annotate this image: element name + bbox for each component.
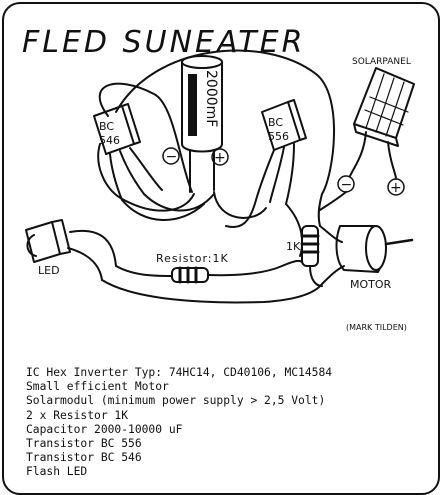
svg-text:−: − [341, 177, 353, 193]
svg-text:556: 556 [268, 130, 289, 143]
solar-plus-terminal: + [387, 178, 405, 196]
parts-list-item: Capacitor 2000-10000 uF [26, 422, 183, 436]
parts-list: IC Hex Inverter Typ: 74HC14, CD40106, MC… [26, 366, 426, 480]
circuit-drawing: FLED SUNEATER SOLARPANEL − + 2000mF [22, 25, 415, 332]
solar-panel: SOLARPANEL [349, 57, 415, 179]
parts-list-item: Transistor BC 546 [26, 451, 142, 465]
parts-list-item: 2 x Resistor 1K [26, 408, 129, 422]
led-label: LED [38, 264, 60, 277]
resistor-side-1k: 1K [286, 225, 323, 287]
svg-text:−: − [166, 149, 178, 165]
parts-list-item: IC Hex Inverter Typ: 74HC14, CD40106, MC… [26, 366, 333, 379]
svg-text:BC: BC [268, 116, 283, 129]
parts-list-item: Flash LED [26, 465, 88, 479]
parts-list-item: Transistor BC 556 [26, 437, 142, 451]
motor: MOTOR [319, 225, 414, 291]
transistor-bc546: BC 546 [93, 103, 163, 201]
svg-text:+: + [214, 150, 226, 166]
title: FLED SUNEATER [22, 25, 305, 60]
capacitor-plus: + [211, 148, 229, 166]
solar-minus-terminal: − [337, 175, 355, 193]
capacitor-minus: − [162, 147, 180, 165]
resistor-label: Resistor:1K [156, 252, 229, 265]
motor-label: MOTOR [350, 278, 392, 291]
transistor-bc556: BC 556 [255, 99, 307, 205]
capacitor: 2000mF [181, 55, 223, 193]
capacitor-label: 2000mF [203, 70, 219, 127]
side-resistor-label: 1K [286, 240, 301, 253]
svg-text:BC: BC [99, 120, 114, 133]
svg-text:+: + [390, 180, 402, 196]
svg-text:546: 546 [99, 134, 120, 147]
author-credit: (MARK TILDEN) [346, 323, 407, 332]
solar-panel-label: SOLARPANEL [352, 57, 411, 67]
resistor-1k: Resistor:1K [101, 252, 323, 304]
parts-list-item: Solarmodul (minimum power supply > 2,5 V… [26, 394, 326, 408]
flash-led: LED [25, 219, 117, 281]
parts-list-item: Small efficient Motor [26, 380, 169, 394]
